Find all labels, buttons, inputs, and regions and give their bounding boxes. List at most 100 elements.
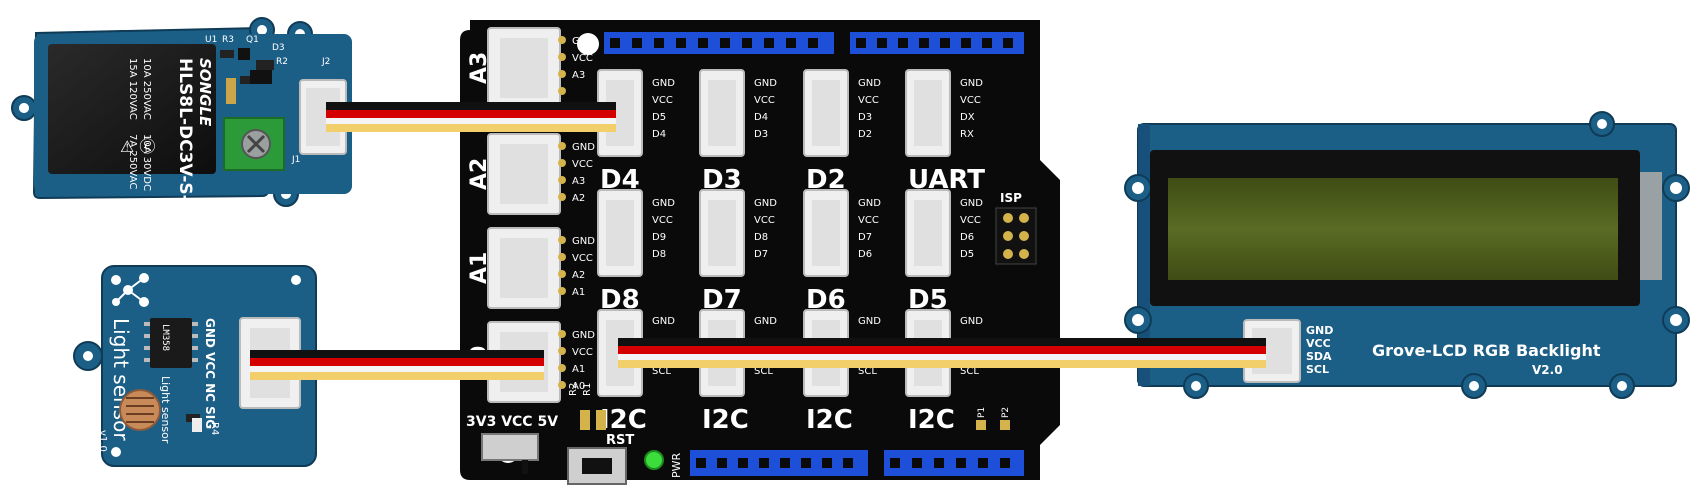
header-pin (877, 38, 887, 48)
relay-rating-3: 10A 30VDC (141, 134, 152, 191)
grove-socket-inner (500, 144, 548, 204)
port-pin-label: D7 (754, 249, 768, 260)
header-pin (696, 458, 706, 468)
relay-rating-4: 7A 250VAC (127, 134, 138, 189)
port-pin-label: GND (652, 198, 675, 209)
port-pin-label: D8 (652, 249, 666, 260)
header-pin (801, 458, 811, 468)
port-label: I2C (806, 405, 853, 435)
port-pin-label: GND (960, 198, 983, 209)
lcd-panel (1150, 150, 1662, 306)
base-shield: A3GNDVCCA3A2GNDVCCA3A2A1GNDVCCA2A1A0GNDV… (460, 20, 1060, 485)
solder-pad (558, 270, 566, 278)
port-pin-label: GND (754, 78, 777, 89)
reset-button[interactable] (567, 447, 627, 485)
port-pin-label: D5 (960, 249, 974, 260)
analog-port-label: A2 (467, 158, 492, 190)
lcd-version: V2.0 (1532, 363, 1563, 377)
header-pin (742, 38, 752, 48)
analog-pin-label: A1 (572, 364, 585, 375)
port-pin-label: D3 (754, 129, 768, 140)
header-pin (698, 38, 708, 48)
port-pin-label: VCC (652, 95, 673, 106)
header-pin (764, 38, 774, 48)
voltage-switch-label: 3V3 VCC 5V (466, 414, 558, 430)
solder-pad (558, 87, 566, 95)
port-pin-label: D3 (858, 112, 872, 123)
solder-pad (558, 36, 566, 44)
relay-brand: SONGLE (196, 58, 214, 127)
solder-pad (558, 193, 566, 201)
header-pin (632, 38, 642, 48)
voltage-switch[interactable] (481, 433, 539, 474)
port-label: I2C (908, 405, 955, 435)
analog-port-label: A3 (467, 52, 492, 84)
header-pin (786, 38, 796, 48)
port-pin-label: VCC (960, 215, 981, 226)
solder-pad (558, 236, 566, 244)
analog-pin-label: A3 (572, 176, 585, 187)
wire-i2c-to-lcd (618, 338, 1266, 368)
header-pin (982, 38, 992, 48)
analog-pin-label: A1 (572, 287, 585, 298)
grove-socket-inner (708, 80, 736, 146)
header-pin (934, 458, 944, 468)
relay-body: SONGLE HLS8L-DC3V-S-C 10A 250VAC 15A 120… (48, 44, 216, 214)
port-pin-label: GND (960, 78, 983, 89)
ref-r1: R1 (582, 383, 593, 396)
header-pin (654, 38, 664, 48)
header-pin (759, 458, 769, 468)
header-pin (738, 458, 748, 468)
isp-label: ISP (1000, 191, 1022, 205)
photoresistor-icon (119, 389, 161, 431)
port-pin-label: VCC (754, 215, 775, 226)
relay-ref-r2: R2 (276, 57, 288, 67)
header-pin (1003, 38, 1013, 48)
header-pin (1000, 458, 1010, 468)
solder-pad (558, 253, 566, 261)
solder-pad (558, 159, 566, 167)
port-pin-label: VCC (858, 95, 879, 106)
port-pin-label: DX (960, 112, 975, 123)
solder-pad (558, 142, 566, 150)
bottom-header-pins (690, 450, 1024, 476)
opamp-chip-label: LM358 (160, 324, 170, 351)
grove-socket-inner (812, 80, 840, 146)
power-led (644, 450, 664, 470)
port-pin-label: GND (652, 78, 675, 89)
header-pin (717, 458, 727, 468)
port-pin-label: D6 (858, 249, 872, 260)
port-pin-label: D4 (754, 112, 768, 123)
grove-logo-icon (112, 273, 149, 307)
port-pin-label: GND (754, 198, 777, 209)
solder-pad (558, 287, 566, 295)
solder-pad (558, 381, 566, 389)
light-sensor-pins: GND VCC NC SIG (203, 318, 217, 429)
rst-label: RST (606, 433, 634, 448)
header-pin (940, 38, 950, 48)
header-pin (843, 458, 853, 468)
header-pin (610, 38, 620, 48)
pwr-label: PWR (670, 452, 683, 478)
port-pin-label: D8 (754, 232, 768, 243)
port-pin-label: VCC (754, 95, 775, 106)
port-pin-label: GND (652, 316, 675, 327)
header-pin (961, 38, 971, 48)
port-pin-label: D7 (858, 232, 872, 243)
relay-ref-q1: Q1 (246, 35, 259, 45)
opamp-chip: LM358 (144, 318, 198, 368)
port-pin-label: VCC (652, 215, 673, 226)
grove-socket-inner (606, 200, 634, 266)
relay-rating-1: 10A 250VAC (141, 58, 152, 120)
analog-pin-label: GND (572, 330, 595, 341)
solder-pad (558, 330, 566, 338)
port-pin-label: VCC (960, 95, 981, 106)
relay-ref-r3: R3 (222, 35, 234, 45)
header-pin (978, 458, 988, 468)
